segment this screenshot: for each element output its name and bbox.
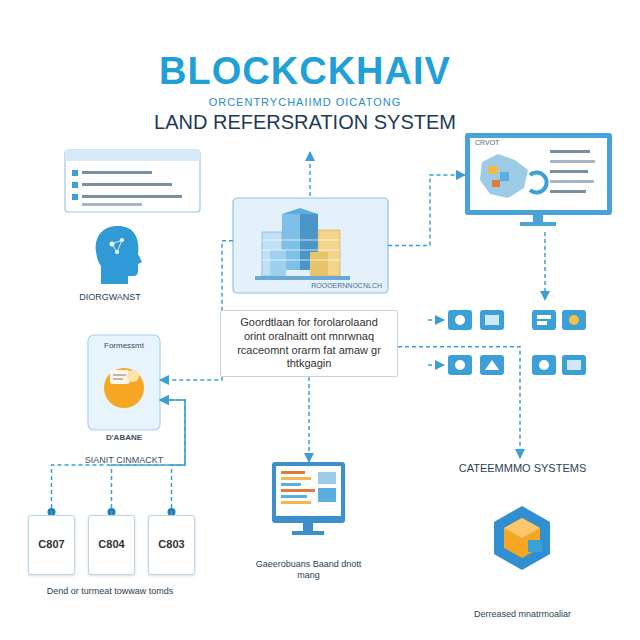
node-text: D'ABANE: [106, 433, 142, 443]
dashed-connector: [52, 400, 186, 515]
block-card: C804: [88, 515, 135, 575]
description-box: Goordtlaan for forolarolaand orint oraln…: [220, 310, 398, 377]
head-icon: [96, 226, 142, 284]
node-caption: Gaeerobuans Baand dnott mang: [249, 559, 369, 581]
dashed-connector: [388, 175, 465, 246]
node-text: CATEEMMMO SYSTEMS: [459, 462, 587, 475]
icon-tiles: [448, 310, 586, 375]
dashed-connector: [398, 347, 520, 458]
hex-icon: [494, 506, 550, 570]
dashed-connector: [308, 377, 310, 462]
contract-card: [88, 335, 160, 430]
node-caption: SIANIT CINMACKT: [85, 455, 163, 466]
title: BLOCKCKHAIV: [159, 50, 451, 93]
central-panel: [233, 198, 388, 293]
info-card: [65, 150, 200, 212]
monitor-screen: Gaeerobuans Baand dnott mang: [272, 462, 345, 553]
node-text: Derreased mnatrmoaliar: [473, 609, 573, 620]
caption: Dend or turmeat towwaw tomds: [47, 586, 174, 596]
node-text: Goordtlaan for forolarolaand orint oraln…: [229, 316, 389, 371]
monitor: [465, 133, 612, 226]
system-group: CATEEMMMO SYSTEMS Derreased mnatrmoaliar: [445, 458, 600, 620]
block-card: C803: [148, 515, 195, 575]
node-text: C804: [98, 538, 124, 551]
subtitle: ORCENTRYCHAIIMD OICATONG: [209, 96, 402, 108]
dashed-connector: [160, 400, 185, 515]
node-text: CRVOT: [475, 139, 499, 147]
ledger-panel: ROOOERNNOCNLCH: [233, 198, 388, 293]
heading: LAND REFERSRATION SYSTEM: [154, 111, 456, 134]
node-text: Formessmt: [104, 341, 144, 351]
node-text: ROOOERNNOCNLCH: [311, 282, 382, 290]
block-card: C807: [28, 515, 75, 575]
node-text: DIORGWANST: [79, 292, 141, 303]
contract-card: FormessmtD'ABANESIANIT CINMACKT: [88, 335, 160, 449]
monitor: [272, 462, 345, 535]
node-text: C807: [38, 538, 64, 551]
person-label: DIORGWANST: [45, 292, 175, 303]
node-text: C803: [158, 538, 184, 551]
monitor-screen: CRVOT: [465, 133, 612, 215]
